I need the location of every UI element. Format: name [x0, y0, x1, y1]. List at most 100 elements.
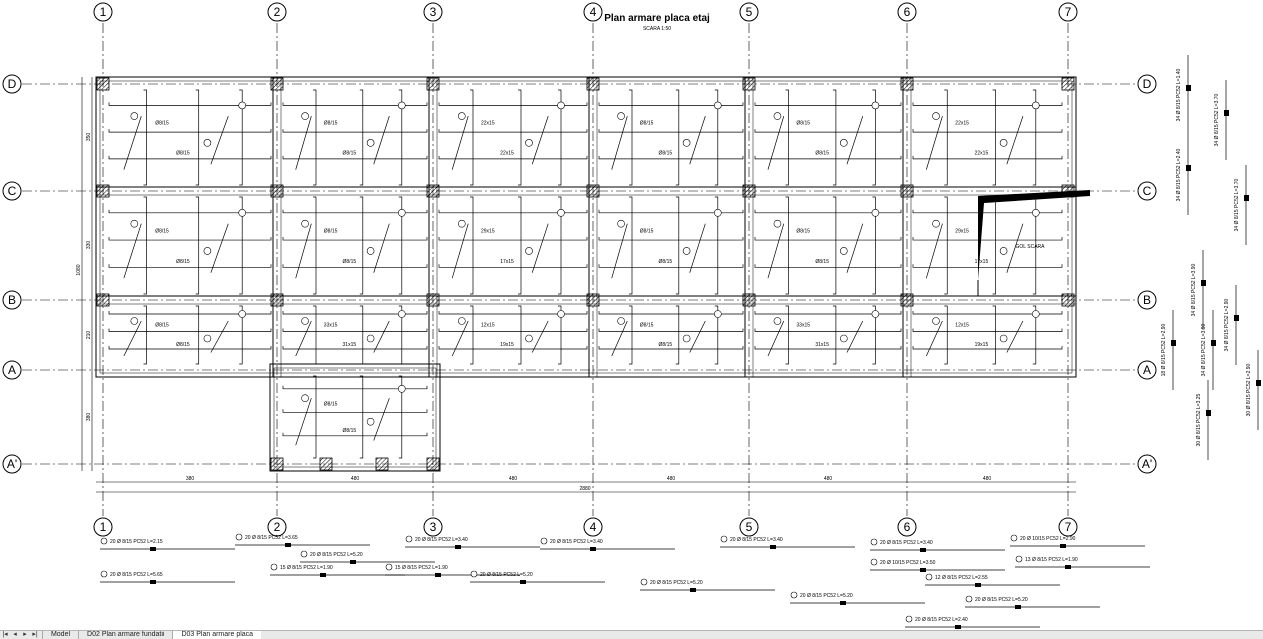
bar-mark-circle	[203, 139, 212, 147]
schedule-mark-circle	[385, 563, 393, 571]
rebar-hook	[210, 115, 229, 165]
bar-label: 19x15	[500, 342, 514, 348]
bar-mark-circle	[366, 417, 375, 426]
schedule-bar-tick	[150, 547, 156, 551]
bar-mark-circle	[1032, 310, 1040, 318]
axis-label-4-top: 4	[590, 5, 597, 19]
axis-label-A-prime-left: A'	[7, 457, 17, 471]
rebar-vertical	[1032, 196, 1037, 295]
rebar-vertical	[313, 196, 317, 295]
rebar-horizontal	[108, 311, 272, 315]
bar-label: 33x15	[324, 323, 338, 329]
rebar-horizontal	[754, 237, 902, 241]
bar-label: 29x15	[955, 228, 969, 234]
axis-label-C-left: C	[8, 184, 17, 198]
bar-label: Ø8/15	[343, 151, 357, 157]
side-schedule-bar-tick	[1186, 85, 1191, 91]
schedule-item: 15 Ø 8/15 PC52 L=1.90	[280, 565, 333, 571]
bar-label: Ø8/15	[155, 323, 169, 329]
rebar-horizontal	[754, 264, 902, 268]
bar-mark-circle	[932, 112, 940, 120]
rebar-vertical	[558, 89, 562, 186]
rebar-hook	[925, 115, 943, 170]
rebar-hook	[689, 115, 706, 165]
bar-mark-circle	[713, 209, 722, 217]
rebar-horizontal	[438, 264, 588, 268]
axis-label-3-bottom: 3	[430, 520, 437, 534]
bar-label: 22x15	[955, 121, 969, 127]
rebar-horizontal	[282, 102, 428, 106]
dim-rows-total: 1080	[76, 264, 82, 275]
bar-label: Ø8/15	[324, 121, 338, 127]
schedule-item: 20 Ø 8/15 PC52 L=3.65	[245, 535, 298, 541]
bar-mark-circle	[301, 317, 309, 325]
schedule-mark-circle	[1010, 534, 1018, 542]
schedule-item: 20 Ø 8/15 PC52 L=5.20	[800, 593, 853, 599]
schedule-mark-circle	[300, 550, 308, 558]
rebar-horizontal	[754, 102, 902, 106]
bar-mark-circle	[1032, 101, 1040, 110]
rebar-hook	[295, 223, 312, 279]
rebar-vertical	[785, 89, 789, 186]
next-tab-icon[interactable]: ▸	[23, 631, 27, 638]
prev-tab-icon[interactable]: ◂	[13, 631, 17, 638]
schedule-bar-tick	[520, 580, 526, 584]
schedule-bar-tick	[455, 545, 461, 549]
dim-span-2: 480	[351, 476, 360, 482]
rebar-vertical	[239, 196, 243, 295]
bar-label: 31x15	[815, 342, 829, 348]
rebar-vertical	[143, 89, 147, 186]
tab-layout-slab[interactable]: D03 Plan armare placa	[172, 631, 262, 639]
schedule-mark-circle	[270, 563, 278, 571]
tab-layout-foundation[interactable]: D02 Plan armare fundatii	[78, 631, 172, 639]
axis-label-A-left: A	[8, 363, 16, 377]
side-schedule-item: 34 Ø 8/15 PC52 L=3.70	[1234, 178, 1240, 231]
rebar-horizontal	[282, 311, 428, 315]
rebar-horizontal	[912, 346, 1063, 350]
bar-label: 19x15	[975, 342, 989, 348]
dim-span-3: 480	[509, 476, 518, 482]
rebar-hook	[451, 223, 469, 279]
bar-mark-circle	[397, 310, 406, 318]
rebar-horizontal	[912, 237, 1063, 241]
rebar-hook	[451, 115, 469, 170]
rebar-vertical	[872, 305, 876, 365]
side-schedule-item: 30 Ø 8/15 PC52 L=3.25	[1196, 393, 1202, 446]
bar-mark-circle	[397, 209, 406, 217]
bar-mark-circle	[301, 219, 309, 228]
bar-mark-circle	[932, 219, 940, 228]
side-schedule-item: 34 Ø 8/15 PC52 L=1.40	[1176, 68, 1182, 121]
bar-mark-circle	[999, 139, 1008, 147]
rebar-hook	[1006, 320, 1024, 353]
rebar-hook	[210, 223, 229, 273]
bar-label: Ø8/15	[659, 342, 673, 348]
schedule-mark-circle	[640, 578, 648, 586]
schedule-bar-tick	[1015, 605, 1021, 609]
rebar-horizontal	[598, 237, 744, 241]
rebar-vertical	[992, 89, 996, 186]
rebar-horizontal	[598, 328, 744, 332]
rebar-hook	[689, 320, 706, 353]
side-schedule-item: 30 Ø 8/15 PC52 L=2.90	[1246, 363, 1252, 416]
last-tab-icon[interactable]: ▸|	[32, 631, 38, 638]
bar-label: Ø8/15	[155, 228, 169, 234]
bar-mark-circle	[839, 139, 848, 147]
rebar-horizontal	[912, 102, 1063, 106]
dim-row-1: 350	[86, 133, 92, 142]
tab-model[interactable]: Model	[41, 631, 78, 639]
bar-label: Ø8/15	[815, 151, 829, 157]
schedule-bar-tick	[770, 545, 776, 549]
schedule-mark-circle	[720, 535, 728, 543]
first-tab-icon[interactable]: |◂	[2, 631, 8, 638]
axis-label-4-bottom: 4	[590, 520, 597, 534]
bar-mark-circle	[457, 112, 466, 120]
bar-label: Ø8/15	[796, 121, 810, 127]
rebar-horizontal	[912, 209, 1063, 214]
rebar-horizontal	[438, 237, 588, 241]
bar-mark-circle	[238, 209, 246, 217]
schedule-item: 20 Ø 10/15 PC52 L=3.50	[880, 560, 936, 566]
side-schedule-item: 34 Ø 8/15 PC52 L=2.90	[1224, 298, 1230, 351]
drawing-scale: SCARA 1:50	[643, 26, 671, 32]
schedule-item: 20 Ø 8/15 PC52 L=3.40	[415, 537, 468, 543]
schedule-mark-circle	[870, 538, 878, 546]
